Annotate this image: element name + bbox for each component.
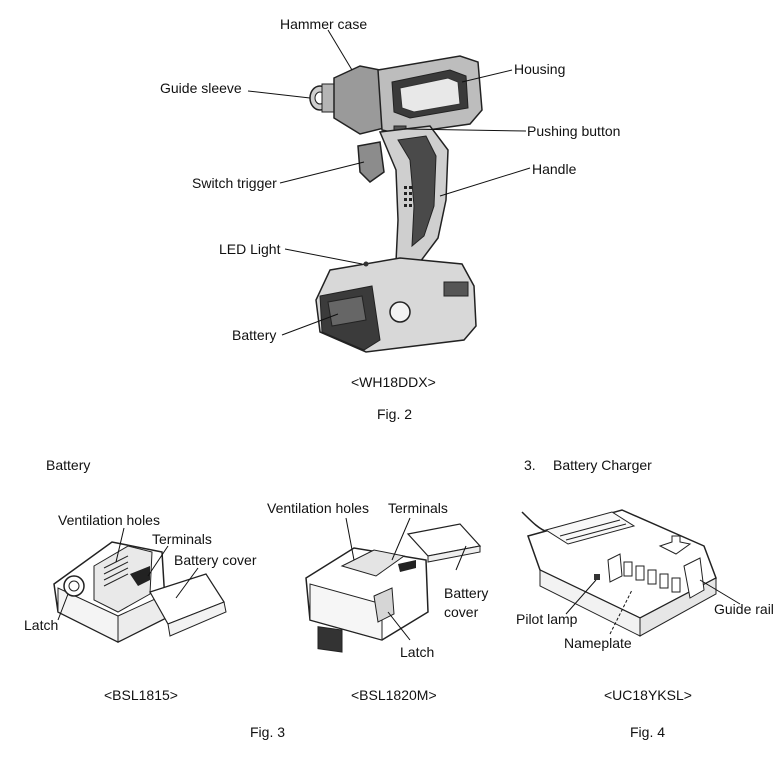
fig3-section-title: Battery [46, 457, 91, 473]
label-battery-cover-bsl1820m-line1: Battery [444, 585, 489, 601]
fig3-left-leader-lines [57, 527, 199, 621]
fig3-right-leader-lines [345, 517, 467, 641]
battery-bsl1815-illustration [53, 541, 227, 643]
label-nameplate: Nameplate [564, 635, 632, 651]
label-housing: Housing [514, 61, 566, 77]
fig4-leader-lines [565, 579, 741, 635]
label-terminals-bsl1820m: Terminals [388, 500, 448, 516]
label-guide-rail: Guide rail [714, 601, 774, 617]
label-ventilation-holes-bsl1815: Ventilation holes [58, 512, 160, 528]
label-switch-trigger: Switch trigger [192, 175, 277, 191]
label-battery: Battery [232, 327, 277, 343]
label-led-light: LED Light [219, 241, 281, 257]
fig2-caption: Fig. 2 [377, 406, 413, 422]
label-pilot-lamp: Pilot lamp [516, 611, 578, 627]
fig3-right-model: <BSL1820M> [351, 687, 437, 703]
label-pushing-button: Pushing button [527, 123, 621, 139]
fig4-caption: Fig. 4 [630, 724, 666, 740]
fig2-leader-lines [247, 29, 531, 336]
fig4-section-number: 3. [524, 457, 536, 473]
fig3-caption: Fig. 3 [250, 724, 286, 740]
label-ventilation-holes-bsl1820m: Ventilation holes [267, 500, 369, 516]
label-guide-sleeve: Guide sleeve [160, 80, 242, 96]
charger-uc18yksl-illustration [521, 509, 717, 637]
label-battery-cover-bsl1820m-line2: cover [444, 604, 479, 620]
label-battery-cover-bsl1815: Battery cover [174, 552, 257, 568]
impact-driver-illustration [309, 55, 483, 353]
fig4-model: <UC18YKSL> [604, 687, 692, 703]
label-latch-bsl1820m: Latch [400, 644, 435, 660]
fig4-section-title: Battery Charger [553, 457, 652, 473]
label-handle: Handle [532, 161, 577, 177]
fig3-left-model: <BSL1815> [104, 687, 178, 703]
fig2-model: <WH18DDX> [351, 374, 436, 390]
label-latch-bsl1815: Latch [24, 617, 59, 633]
label-hammer-case: Hammer case [280, 16, 368, 32]
label-terminals-bsl1815: Terminals [152, 531, 212, 547]
